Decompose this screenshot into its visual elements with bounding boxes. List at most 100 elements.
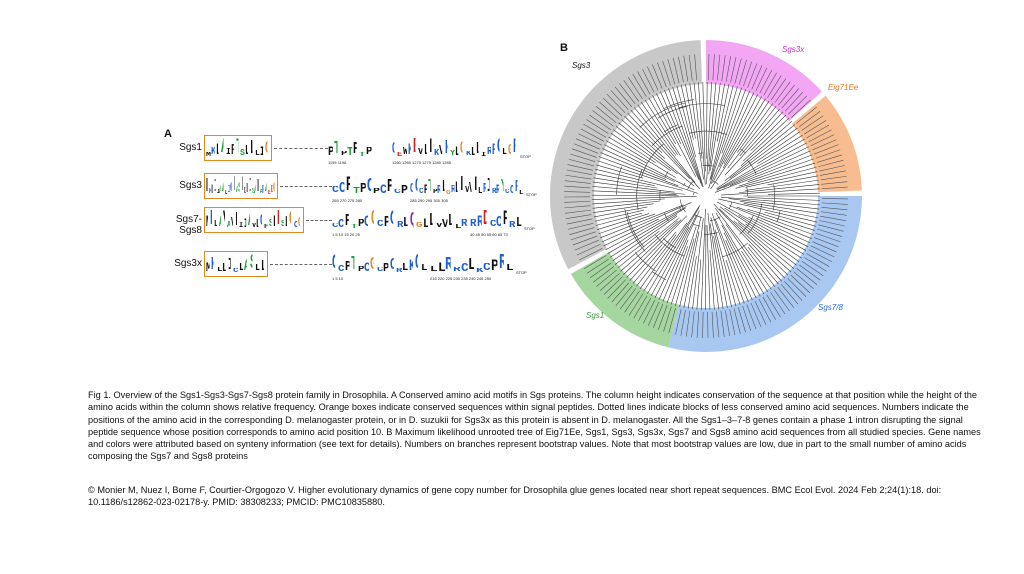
logo-residue: S [240,149,245,158]
tree-branch [715,154,813,193]
tree-branch [593,206,648,218]
leaf-label-stub [614,86,632,108]
logo-residue: T [347,146,352,158]
logo-residue: L [502,148,507,158]
logo-residue: C [233,268,239,274]
clade-label: Sgs3x [782,45,805,54]
tree-branch [738,215,805,255]
leaf-label-stub [747,63,758,88]
leaf-label-stub [564,205,591,209]
logo-residue: C [376,267,384,274]
tree-branch [747,208,815,231]
logo-residue: P [365,147,372,158]
logo-residue: A [265,179,266,196]
motif-logo-b: CEWKEVLLKVKYLGKLLIRRCLGR [392,136,518,158]
leaf-label-stub [819,220,845,227]
tree-branch-arc [747,203,763,234]
logo-residue: G [446,190,451,196]
logo-residue: V [223,210,225,230]
tree-branch-arc [679,199,686,213]
leaf-label-stub [632,74,647,97]
leaf-label-stub [662,60,671,86]
logo-residue: R [491,188,497,196]
clade-sector [550,40,703,270]
logo-residue: C [415,253,418,274]
signal-peptide-logo: MKLAIFTSLLLIG [206,136,270,158]
tree-branch [711,213,745,304]
leaf-label-stub [778,84,795,106]
logo-residue: I [487,177,489,196]
leaf-label-stub [781,88,800,109]
logo-residue: L [506,264,514,274]
logo-residue: C [364,214,368,230]
tree-branch [597,213,650,230]
tree-branch-arc [679,207,682,212]
leaf-label-stub [743,61,753,87]
tree-branch-arc [709,216,721,222]
tree-branch [595,168,683,191]
logo-residue: V [418,148,423,158]
logo-residue: A [254,183,255,196]
leaf-label-stub [716,311,720,338]
logo-residue: L [402,263,409,274]
tree-branch-arc [776,210,781,223]
clade-label: Sgs3 [572,61,591,70]
logo-residue: A [219,184,220,196]
leaf-label-stub [806,124,830,139]
leaf-label-stub [564,200,591,203]
tree-branch [709,250,715,310]
leaf-label-stub [565,209,591,214]
leaf-label-stub [821,202,848,205]
logo-residue: R [496,183,499,196]
tree-branch [710,86,738,179]
logo-residue: F [231,143,234,158]
logo-residue: R [452,267,461,274]
tree-branch [719,206,797,266]
logo-residue: L [216,267,223,274]
dotted-connector [280,186,332,187]
tree-branch [740,120,793,166]
tree-branch [702,82,706,172]
tree-branch [698,82,706,185]
tree-branch-arc [657,106,688,119]
logo-residue: L [423,217,428,230]
leaf-label-stub [751,65,763,90]
tree-branch [713,203,786,279]
logo-residue: G [371,209,374,230]
tree-branch [598,156,679,187]
tree-branch [739,184,820,193]
logo-residue: L [214,220,217,230]
logo-residue: L [235,211,237,230]
tree-branch-arc [683,182,686,186]
logo-residue: L [241,176,242,196]
logo-residue: M [206,177,207,196]
logo-residue: L [429,138,432,158]
tree-branch [615,125,678,175]
tree-branch [634,107,696,183]
logo-residue: K [209,188,211,196]
position-ticks-b: 1260 1265 1270 1275 1280 1285 [392,160,451,165]
logo-residue: K [211,256,214,274]
leaf-label-stub [820,211,847,216]
tree-branch [709,83,725,171]
leaf-label-stub [658,305,668,330]
signal-peptide-box [204,251,268,277]
tree-branch [670,226,697,305]
tree-branch [676,85,697,158]
tree-branch [767,192,820,195]
tree-branch [717,138,805,190]
logo-residue: S [250,253,253,274]
logo-residue: R [515,179,517,196]
logo-residue: S [252,188,254,196]
motif-logo-a: PTPTPTP [328,136,372,158]
signal-peptide-box [204,207,304,233]
logo-residue: L [519,190,524,196]
logo-residue: E [268,190,270,196]
leaf-label-stub [573,143,599,154]
logo-residue: L [421,264,428,274]
figure-citation: © Monier M, Nuez I, Borne F, Courtier-Or… [88,485,942,508]
leaf-label-stub [619,83,636,105]
leaf-label-stub [565,174,592,180]
leaf-label-stub [820,215,846,221]
leaf-label-stub [566,169,593,175]
